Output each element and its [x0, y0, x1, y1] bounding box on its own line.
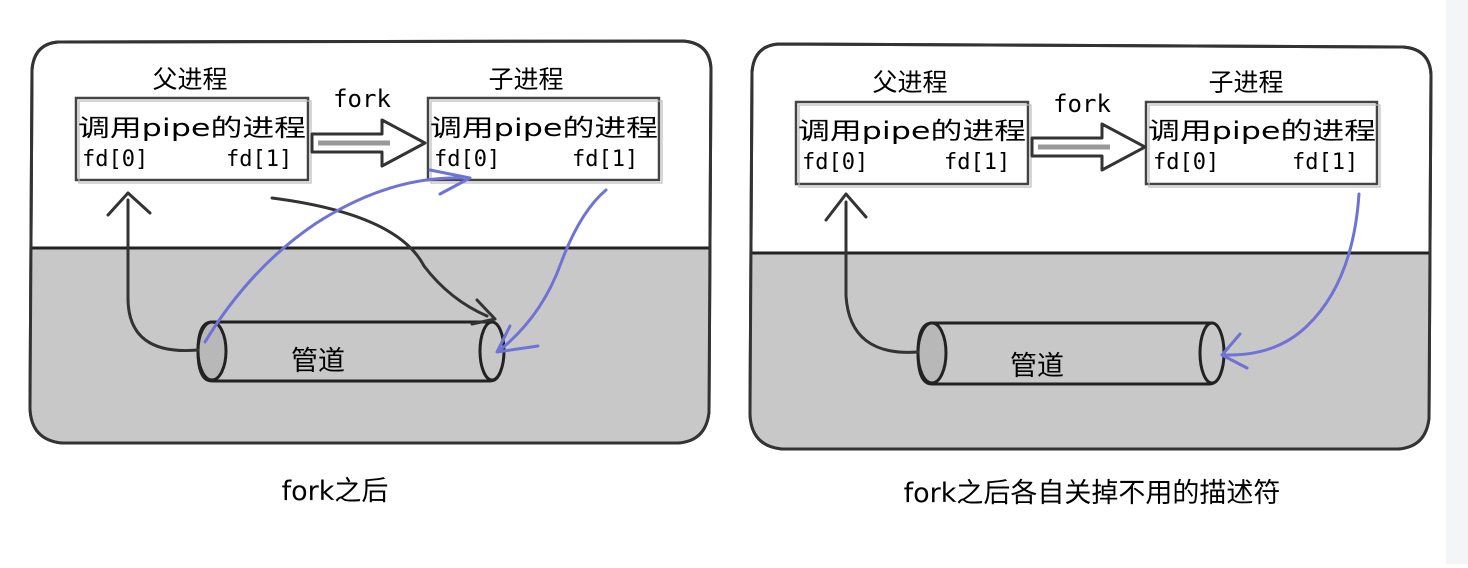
left-pipe-cylinder: 管道	[198, 322, 504, 381]
right-panel: 父进程 子进程 调用pipe的进程 fd[0] fd[1] 调用pipe的进程 …	[750, 44, 1431, 449]
left-child-fd1: fd[1]	[572, 147, 638, 172]
left-fork-label: fork	[333, 85, 391, 113]
right-pipe-label: 管道	[1010, 351, 1064, 382]
right-pipe-cylinder: 管道	[918, 323, 1224, 384]
right-child-process-label: 调用pipe的进程	[1148, 117, 1376, 145]
right-child-fd1: fd[1]	[1292, 150, 1358, 175]
right-parent-title: 父进程	[872, 68, 947, 97]
left-child-process-label: 调用pipe的进程	[430, 114, 658, 142]
right-child-title: 子进程	[1208, 68, 1283, 97]
right-child-process-box: 调用pipe的进程 fd[0] fd[1]	[1146, 102, 1380, 187]
left-child-title: 子进程	[488, 65, 563, 94]
left-panel: 父进程 子进程 调用pipe的进程 fd[0] fd[1] 调用pipe的进程 …	[30, 41, 711, 443]
left-parent-process-label: 调用pipe的进程	[78, 114, 306, 142]
right-child-fd0: fd[0]	[1153, 150, 1219, 175]
left-parent-title: 父进程	[152, 65, 227, 94]
right-caption: fork之后各自关掉不用的描述符	[904, 478, 1281, 509]
left-child-fd0: fd[0]	[434, 147, 500, 172]
right-parent-process-box: 调用pipe的进程 fd[0] fd[1]	[796, 102, 1031, 187]
left-caption: fork之后	[282, 476, 389, 507]
left-parent-process-box: 调用pipe的进程 fd[0] fd[1]	[76, 98, 311, 183]
right-fork-label: fork	[1053, 90, 1111, 118]
left-child-process-box: 调用pipe的进程 fd[0] fd[1]	[428, 98, 662, 183]
right-parent-process-label: 调用pipe的进程	[798, 117, 1026, 145]
right-parent-fd0: fd[0]	[802, 150, 868, 175]
right-parent-fd1: fd[1]	[944, 150, 1010, 175]
left-parent-fd1: fd[1]	[226, 147, 292, 172]
right-scroll-strip	[1446, 0, 1468, 564]
left-pipe-label: 管道	[291, 346, 345, 377]
left-parent-fd0: fd[0]	[82, 147, 148, 172]
